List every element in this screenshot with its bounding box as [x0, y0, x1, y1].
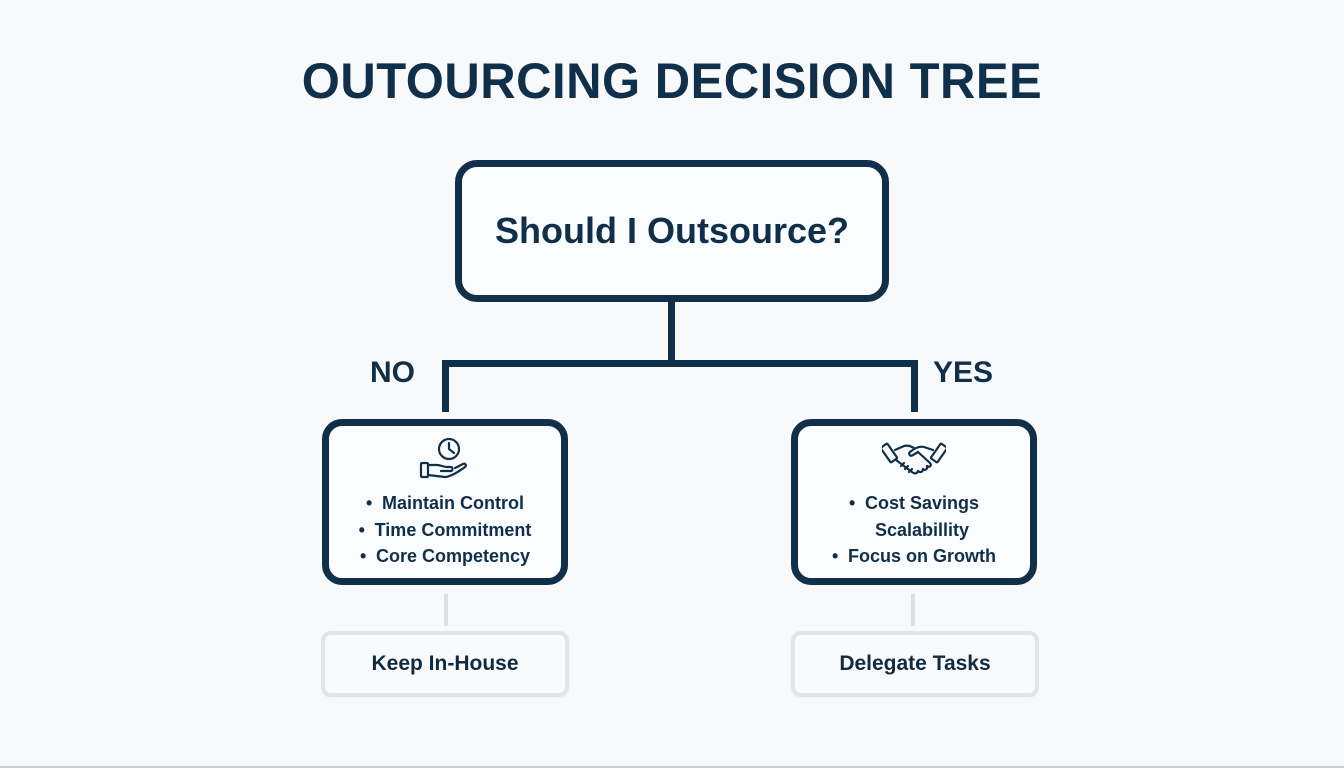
yes-branch-connector [911, 360, 918, 412]
handshake-icon [879, 436, 949, 487]
outcome-label: Delegate Tasks [839, 652, 991, 675]
no-branch-label: NO [370, 356, 415, 389]
no-reasons-list: •Maintain Control •Time Commitment •Core… [329, 490, 561, 570]
bottom-divider [0, 766, 1344, 768]
yes-branch-label: YES [933, 356, 994, 389]
list-item: Scalabillity [874, 519, 970, 540]
no-branch-connector [442, 360, 449, 412]
list-item: •Core Competency [359, 546, 531, 566]
list-item: •Focus on Growth [832, 546, 996, 566]
yes-option-node: •Cost Savings Scalabillity •Focus on Gro… [791, 419, 1037, 585]
yes-reasons-list: •Cost Savings Scalabillity •Focus on Gro… [798, 490, 1030, 570]
diagram-title: OUTOURCING DECISION TREE [301, 53, 1043, 109]
root-stem-connector [668, 295, 675, 363]
delegate-tasks-outcome: Delegate Tasks [791, 631, 1039, 697]
yes-outcome-connector [911, 594, 915, 626]
horizontal-branch-connector [442, 360, 918, 367]
root-question: Should I Outsource? [494, 210, 849, 251]
list-item: •Cost Savings [848, 493, 980, 513]
list-item: •Maintain Control [366, 493, 524, 513]
keep-in-house-outcome: Keep In-House [321, 631, 569, 697]
no-outcome-connector [444, 594, 448, 626]
outcome-label: Keep In-House [371, 652, 519, 675]
list-item: •Time Commitment [358, 519, 532, 540]
no-option-node: •Maintain Control •Time Commitment •Core… [322, 419, 568, 585]
root-decision-node: Should I Outsource? [455, 160, 889, 302]
hand-clock-icon [417, 436, 473, 487]
